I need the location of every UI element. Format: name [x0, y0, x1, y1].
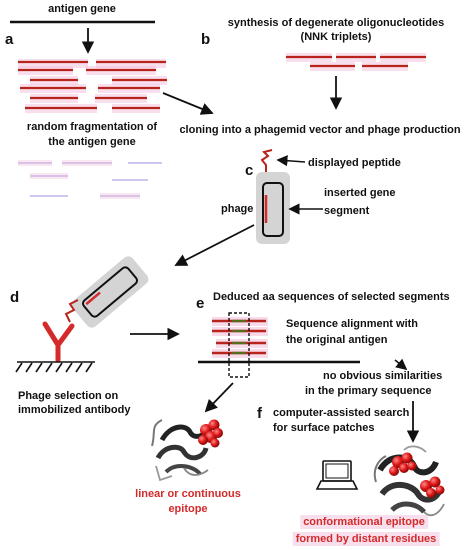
conformational-epitope-line1: conformational epitope — [300, 515, 428, 529]
panel-label-d: d — [10, 289, 20, 306]
inserted-gene-label-line1: inserted gene — [324, 187, 396, 199]
conformational-epitope-residues — [389, 452, 445, 498]
oligo-shadows — [286, 53, 426, 71]
computer-search-line2: for surface patches — [273, 422, 375, 434]
no-similarities-line2: in the primary sequence — [305, 385, 432, 397]
linear-epitope-line2: epitope — [168, 503, 208, 515]
computer-search-line1: computer-assisted search — [273, 407, 410, 419]
degenerate-oligonucleotides — [286, 55, 426, 68]
fragments-to-cloning-arrow — [162, 92, 214, 115]
bound-peptide — [64, 299, 79, 323]
synthesis-label-line2: (NNK triplets) — [300, 31, 372, 43]
faint-fragment-shadows — [18, 160, 140, 199]
inserted-gene-label-line2: segment — [324, 205, 370, 217]
linear-epitope-line1: linear or continuous — [135, 488, 241, 500]
protein-ribbon-structure-icon — [151, 419, 211, 482]
panel-label-e: e — [196, 295, 205, 312]
panel-label-f: f — [257, 405, 262, 422]
random-fragmentation-line2: the antigen gene — [48, 136, 136, 148]
no-similarities-line1: no obvious similarities — [323, 370, 443, 382]
conformational-epitope-line2: formed by distant residues — [292, 532, 440, 546]
gene-fragment-lines — [18, 60, 167, 110]
panel-label-a: a — [5, 31, 14, 48]
synthesis-label-line1: synthesis of degenerate oligonucleotides — [227, 17, 445, 29]
displayed-peptide-label: displayed peptide — [308, 157, 401, 169]
panel-label-c: c — [245, 162, 254, 179]
gene-fragments — [18, 59, 167, 113]
immobilization-surface — [15, 361, 95, 373]
phage-label: phage — [221, 203, 254, 215]
y-shaped-antibody-icon — [42, 321, 75, 363]
no-similarity-arrow — [394, 358, 408, 371]
phage-icon — [256, 149, 290, 244]
conserved-segment-portion — [232, 319, 246, 355]
deduced-sequences-label: Deduced aa sequences of selected segment… — [213, 291, 450, 303]
to-linear-epitope-arrow — [204, 382, 234, 413]
bound-phage-icon — [71, 256, 149, 328]
cloning-label: cloning into a phagemid vector and phage… — [179, 124, 461, 136]
sequence-alignment-line1: Sequence alignment with — [286, 318, 419, 330]
phage-to-selection-arrow — [174, 224, 255, 266]
panel-label-b: b — [201, 31, 211, 48]
alignment-box — [228, 312, 250, 378]
phage-selection-line2: immobilized antibody — [18, 404, 131, 416]
displayed-peptide-pointer — [276, 155, 306, 167]
sequence-alignment-line2: the original antigen — [286, 334, 388, 346]
antigen-gene-label: antigen gene — [48, 3, 116, 15]
linear-epitope-residues — [198, 419, 223, 448]
laptop-icon — [315, 460, 359, 490]
faint-fragments — [18, 162, 162, 197]
phage-selection-line1: Phage selection on — [18, 390, 119, 402]
random-fragmentation-line1: random fragmentation of — [26, 121, 158, 133]
